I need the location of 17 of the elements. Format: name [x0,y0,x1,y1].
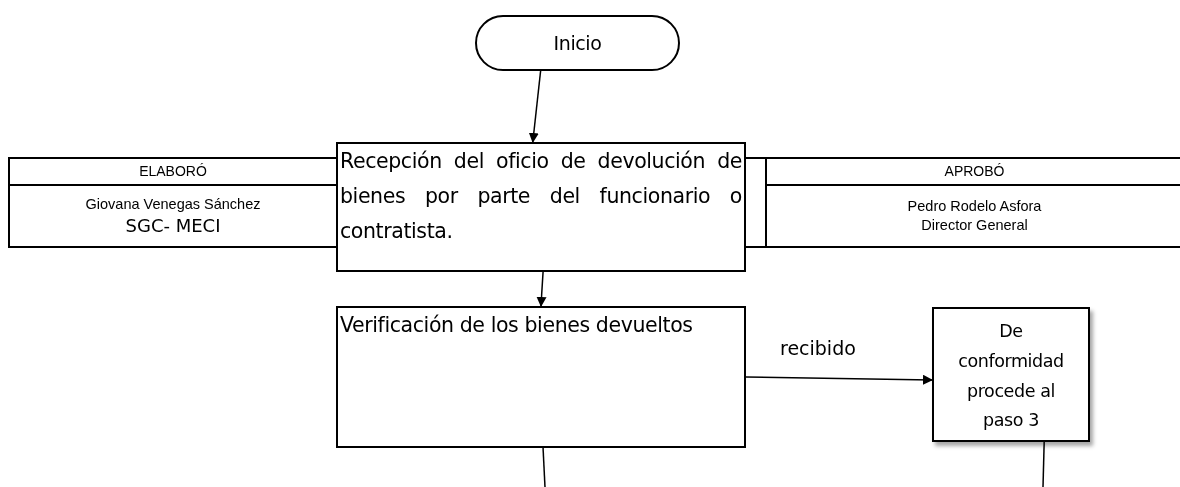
arrow [745,374,933,385]
arrow [536,271,547,307]
node-text: Inicio [553,30,602,56]
table-header: ELABORÓ [139,162,207,181]
process-box [336,142,746,272]
signer-role: SGC- MECI [125,213,221,238]
terminator-pill [475,15,680,71]
signer-role: Director General [921,216,1028,235]
node-text: De conformidad procede al paso 3 [957,320,1065,433]
table-header: APROBÓ [944,162,1005,181]
node-text: Recepción del oficio de devolución de bienes por parte del funcionario o contratista. [340,148,742,245]
process-box [932,307,1090,442]
node-text: Verificación de los bienes devueltos [340,312,694,339]
arrow [528,70,542,143]
signer-name: Giovana Venegas Sánchez [85,194,261,214]
signer-name: Pedro Rodelo Asfora [907,197,1042,216]
process-box [336,306,746,448]
